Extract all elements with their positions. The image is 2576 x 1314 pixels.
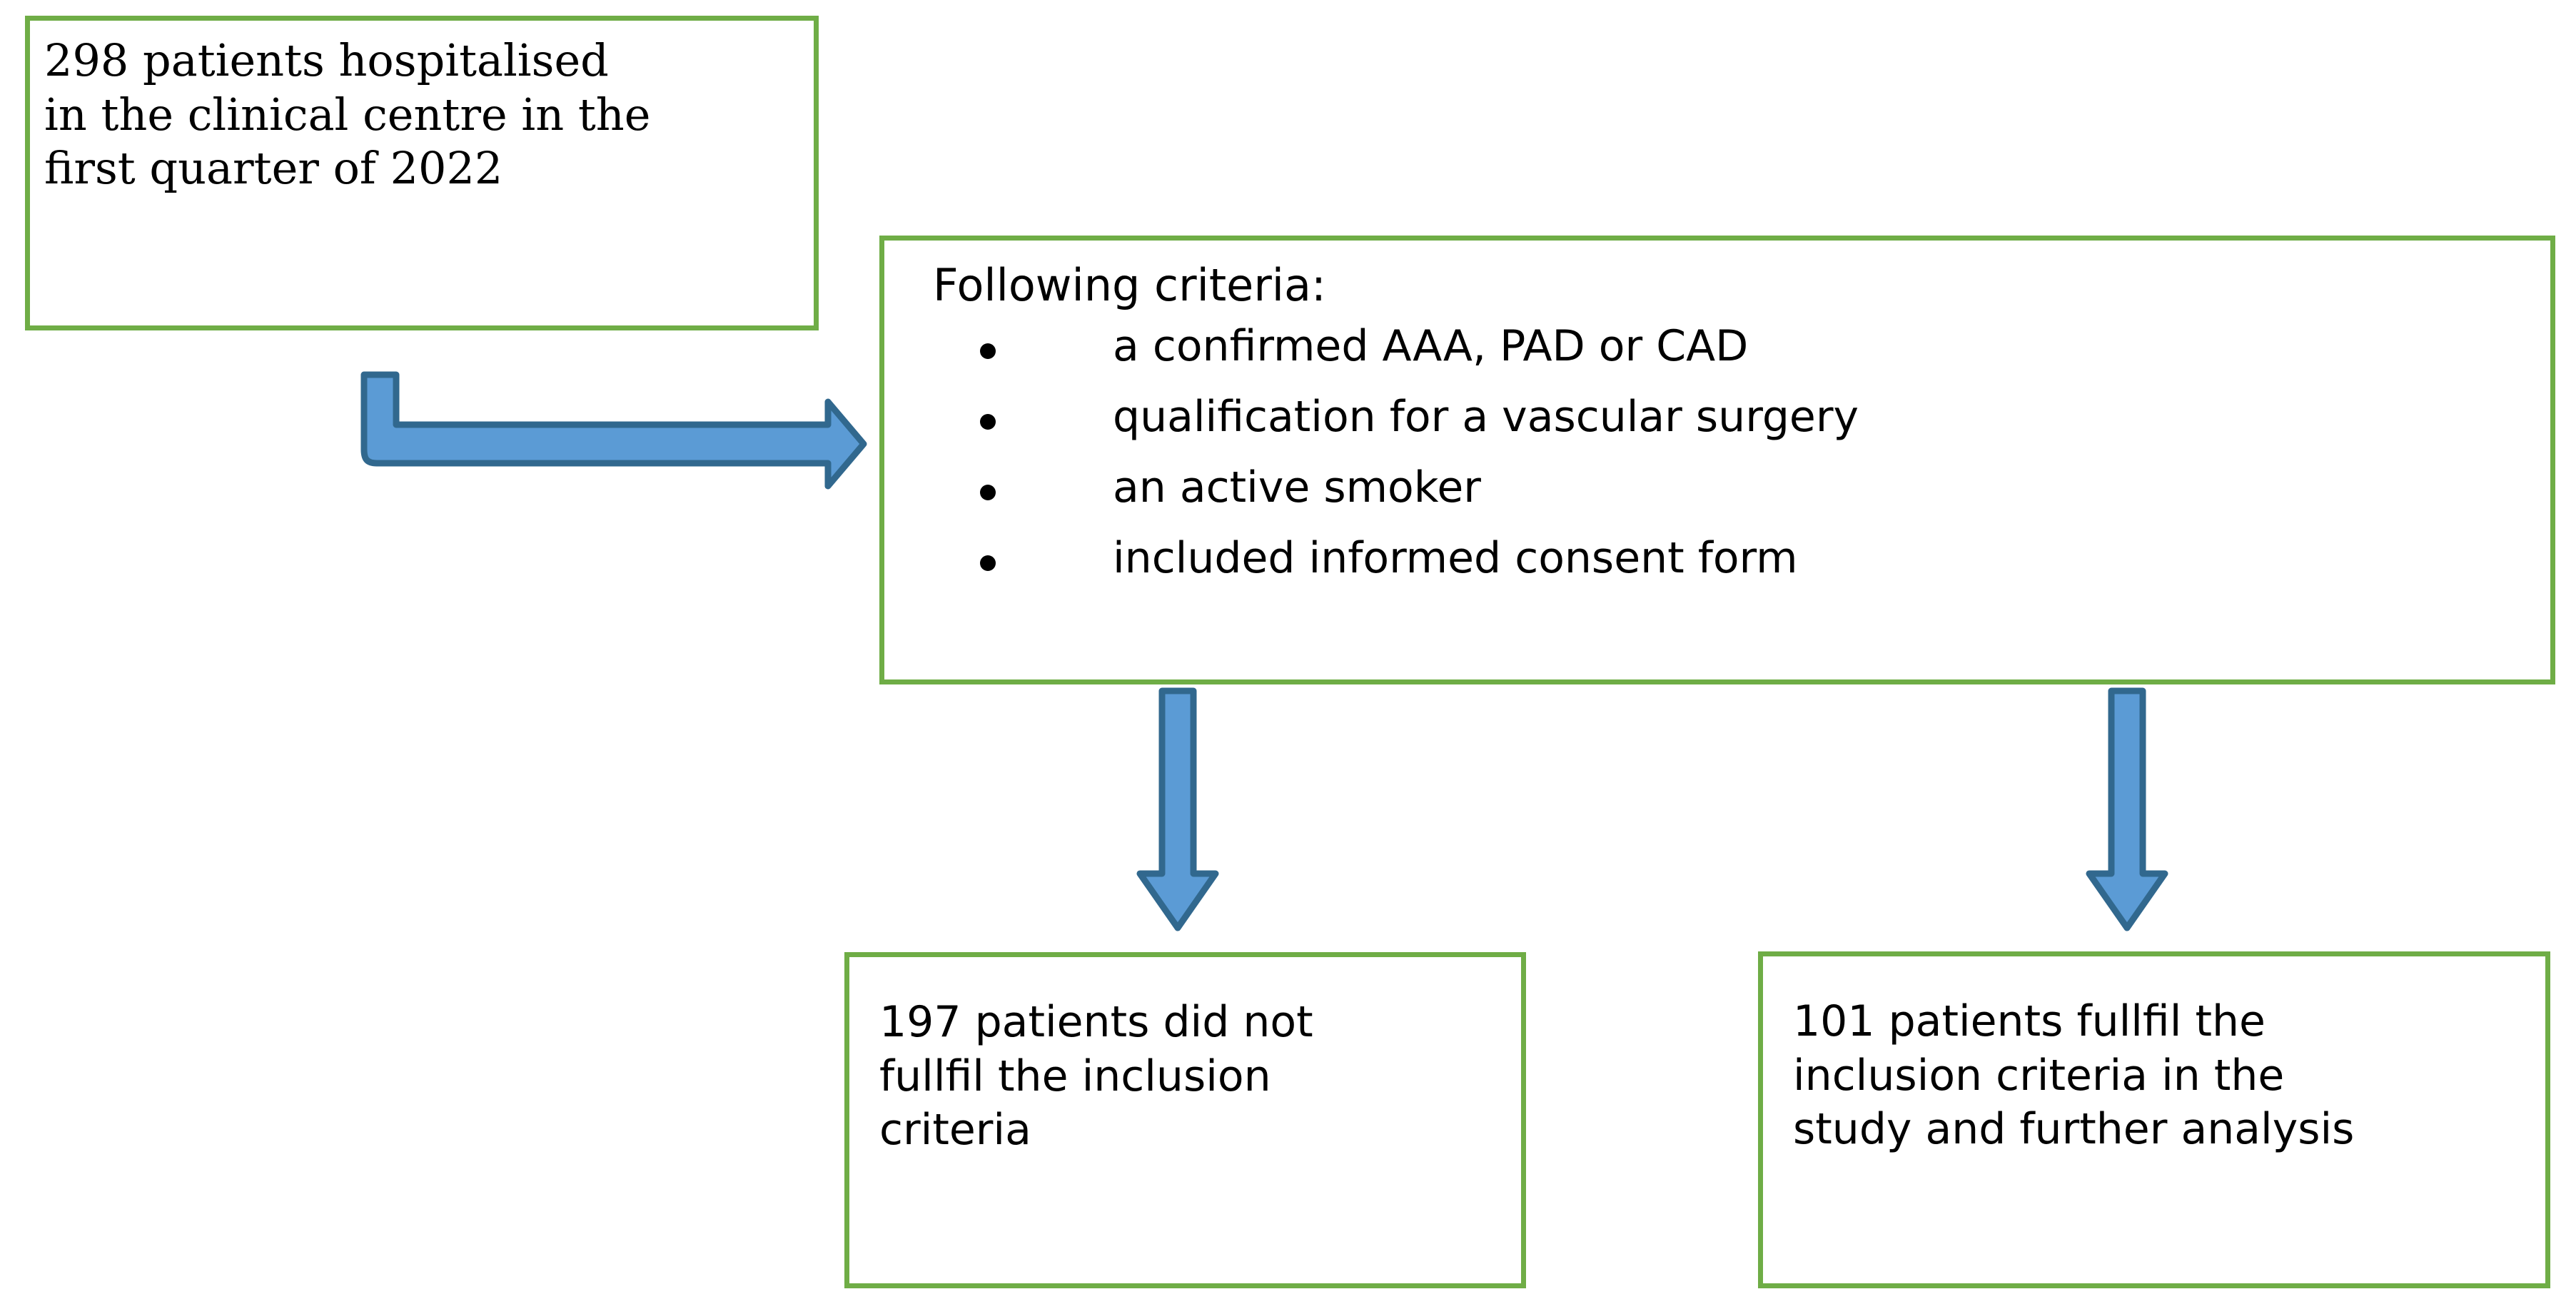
criteria-heading: Following criteria: — [933, 259, 1326, 311]
criteria-item-label: included informed consent form — [1113, 533, 1798, 583]
bullet-icon — [980, 414, 996, 430]
intake-line-3: first quarter of 2022 — [44, 142, 503, 195]
flow-box-criteria: Following criteria: a confirmed AAA, PAD… — [879, 236, 2555, 684]
bullet-icon — [980, 555, 996, 571]
bent-arrow-right-icon — [360, 371, 867, 490]
included-line-2: inclusion criteria in the — [1793, 1050, 2285, 1101]
included-line-3: study and further analysis — [1793, 1104, 2355, 1155]
included-line-1: 101 patients fullfil the — [1793, 996, 2266, 1046]
arrow-down-icon — [1136, 687, 1219, 931]
excluded-line-1: 197 patients did not — [879, 997, 1313, 1047]
included-text-block: 101 patients fullfil the inclusion crite… — [1793, 995, 2531, 1157]
flow-box-excluded: 197 patients did not fullfil the inclusi… — [844, 952, 1526, 1288]
bullet-icon — [980, 485, 996, 500]
criteria-item-label: an active smoker — [1113, 463, 1481, 512]
flow-box-intake: 298 patients hospitalised in the clinica… — [25, 16, 819, 330]
intake-text-block: 298 patients hospitalised in the clinica… — [44, 34, 804, 196]
intake-line-1: 298 patients hospitalised — [44, 34, 609, 86]
criteria-list-item: an active smoker — [970, 466, 1859, 537]
criteria-item-label: a confirmed AAA, PAD or CAD — [1113, 321, 1749, 371]
excluded-line-2: fullfil the inclusion — [879, 1051, 1271, 1101]
bullet-icon — [980, 343, 996, 359]
criteria-list-item: a confirmed AAA, PAD or CAD — [970, 325, 1859, 395]
criteria-list-item: included informed consent form — [970, 537, 1859, 607]
intake-line-2: in the clinical centre in the — [44, 88, 651, 141]
criteria-list-item: qualification for a vascular surgery — [970, 395, 1859, 466]
flow-box-included: 101 patients fullfil the inclusion crite… — [1758, 951, 2550, 1288]
excluded-text-block: 197 patients did not fullfil the inclusi… — [879, 996, 1507, 1158]
excluded-line-3: criteria — [879, 1105, 1031, 1156]
arrow-down-icon — [2086, 687, 2168, 931]
criteria-list: a confirmed AAA, PAD or CAD qualificatio… — [970, 325, 1859, 607]
criteria-item-label: qualification for a vascular surgery — [1113, 392, 1859, 442]
